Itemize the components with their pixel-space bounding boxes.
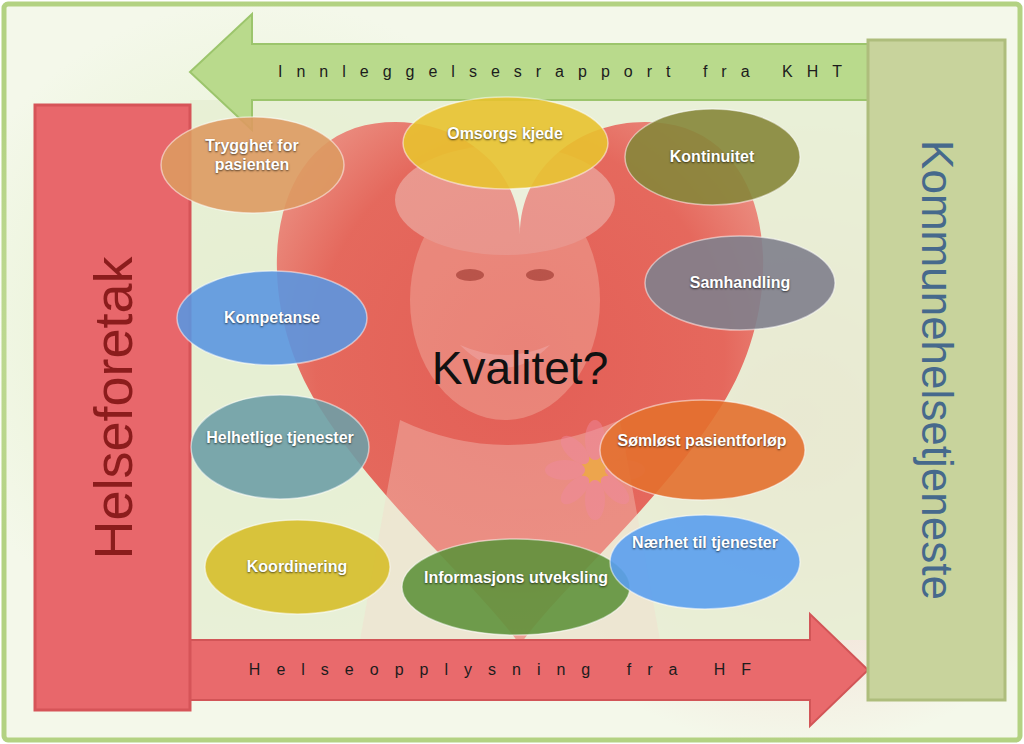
arrow-label: Innleggelsesrapport fra KHT xyxy=(278,64,856,80)
band-title: Helseforetak xyxy=(86,256,140,559)
band-fill xyxy=(868,40,1005,700)
ellipse-fill xyxy=(403,97,608,189)
ellipse-shape xyxy=(403,97,608,189)
organization-band: Helseforetak xyxy=(35,105,190,710)
quality-ellipse: Kompetanse xyxy=(177,271,367,365)
quality-ellipse: Helhetlige tjenester xyxy=(191,395,369,499)
quality-ellipse: Nærhet til tjenester xyxy=(610,515,800,609)
ellipse-label: Informasjons utveksling xyxy=(424,569,608,587)
ellipse-label: Helhetlige tjenester xyxy=(206,429,354,447)
ellipse-fill xyxy=(610,515,800,609)
band-title: Kommunehelsetjeneste xyxy=(914,140,958,600)
ellipse-fill xyxy=(625,109,800,205)
ellipse-fill xyxy=(402,539,630,635)
ellipse-fill xyxy=(600,400,805,500)
ellipse-shape xyxy=(610,515,800,609)
ellipse-label: Nærhet til tjenester xyxy=(632,534,778,552)
quality-ellipse: Omsorgs kjede xyxy=(403,97,608,189)
band-fill xyxy=(35,105,190,710)
quality-ellipse: Sømløst pasientforløp xyxy=(600,400,805,500)
ellipse-fill xyxy=(161,117,344,213)
ellipse-shape xyxy=(191,395,369,499)
quality-ellipse: Koordinering xyxy=(205,520,390,614)
quality-ellipse: Trygghet for pasienten xyxy=(161,117,344,213)
center-title: Kvalitet? xyxy=(432,343,608,394)
ellipse-label: Trygghet for pasienten xyxy=(183,137,321,174)
organization-band: Kommunehelsetjeneste xyxy=(868,40,1005,700)
ellipse-label: Koordinering xyxy=(247,558,347,576)
ellipse-shape xyxy=(402,539,630,635)
ellipse-fill xyxy=(645,236,835,330)
quality-ellipse: Samhandling xyxy=(645,236,835,330)
ellipse-fill xyxy=(191,395,369,499)
ellipse-label: Samhandling xyxy=(690,274,790,292)
quality-ellipse: Kontinuitet xyxy=(625,109,800,205)
ellipse-fill xyxy=(177,271,367,365)
ellipse-label: Sømløst pasientforløp xyxy=(618,432,787,450)
ellipse-label: Kompetanse xyxy=(224,309,320,327)
outer-frame xyxy=(4,4,1020,740)
ellipse-label: Omsorgs kjede xyxy=(447,125,563,143)
ellipse-shape xyxy=(600,400,805,500)
ellipse-fill xyxy=(205,520,390,614)
arrow-label: Helseopplysning fra HF xyxy=(249,662,767,678)
ellipse-label: Kontinuitet xyxy=(670,148,754,166)
quality-ellipse: Informasjons utveksling xyxy=(402,539,630,635)
